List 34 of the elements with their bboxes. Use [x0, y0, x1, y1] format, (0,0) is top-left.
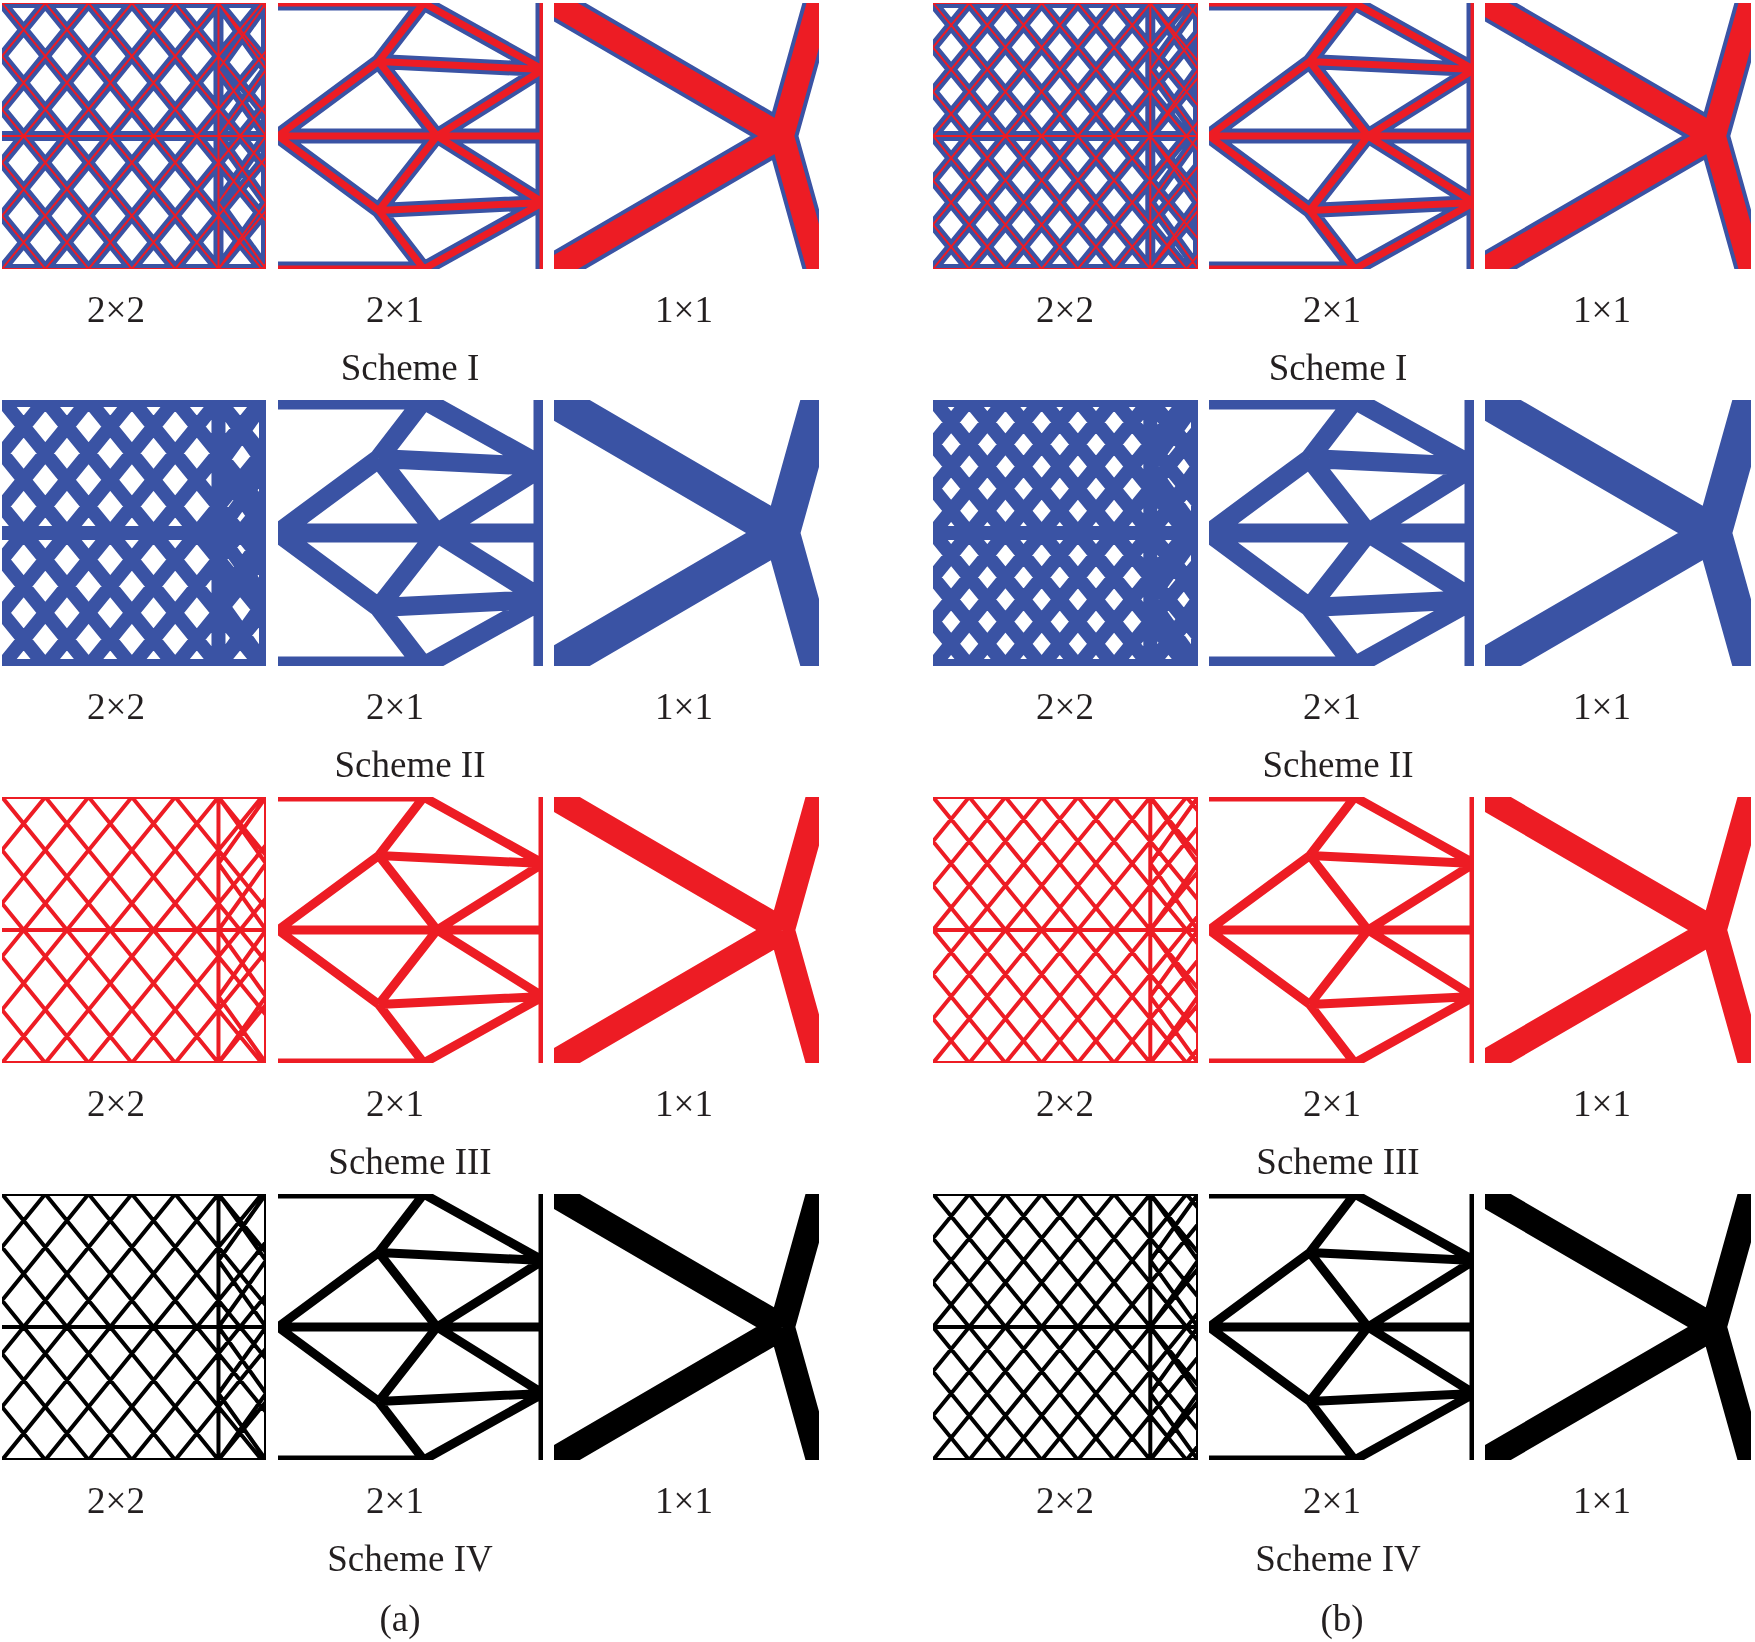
scheme-label: Scheme I	[340, 345, 480, 389]
mesh-size-label: 1×1	[655, 684, 713, 728]
mesh-size-label: 2×2	[87, 1081, 145, 1125]
mesh-size-label: 2×1	[1303, 1478, 1361, 1522]
scheme-label: Scheme II	[1262, 742, 1414, 786]
mesh-size-label: 2×2	[1036, 1081, 1094, 1125]
mesh-size-label: 2×2	[87, 287, 145, 331]
scheme-label: Scheme IV	[327, 1536, 493, 1580]
mesh-size-label: 1×1	[655, 1081, 713, 1125]
mesh-size-label: 2×2	[87, 1478, 145, 1522]
mesh-size-label: 2×1	[366, 684, 424, 728]
mesh-size-label: 2×1	[1303, 287, 1361, 331]
mesh-size-label: 2×1	[1303, 1081, 1361, 1125]
mesh-size-label: 2×2	[1036, 1478, 1094, 1522]
mesh-size-label: 1×1	[1573, 287, 1631, 331]
mesh-size-label: 2×1	[366, 1081, 424, 1125]
mesh-size-label: 2×2	[1036, 287, 1094, 331]
mesh-size-label: 1×1	[655, 1478, 713, 1522]
mesh-size-label: 2×1	[1303, 684, 1361, 728]
mesh-size-label: 1×1	[1573, 1478, 1631, 1522]
panel-label: (b)	[1320, 1596, 1364, 1640]
scheme-label: Scheme III	[1256, 1139, 1420, 1183]
mesh-size-label: 2×2	[87, 684, 145, 728]
scheme-label: Scheme III	[328, 1139, 492, 1183]
mesh-size-label: 2×1	[366, 287, 424, 331]
mesh-size-label: 2×2	[1036, 684, 1094, 728]
mesh-size-label: 1×1	[1573, 684, 1631, 728]
panel-label: (a)	[379, 1596, 421, 1640]
mesh-size-label: 2×1	[366, 1478, 424, 1522]
scheme-label: Scheme II	[334, 742, 486, 786]
mesh-size-label: 1×1	[655, 287, 713, 331]
scheme-label: Scheme I	[1268, 345, 1408, 389]
mesh-size-label: 1×1	[1573, 1081, 1631, 1125]
scheme-label: Scheme IV	[1255, 1536, 1421, 1580]
